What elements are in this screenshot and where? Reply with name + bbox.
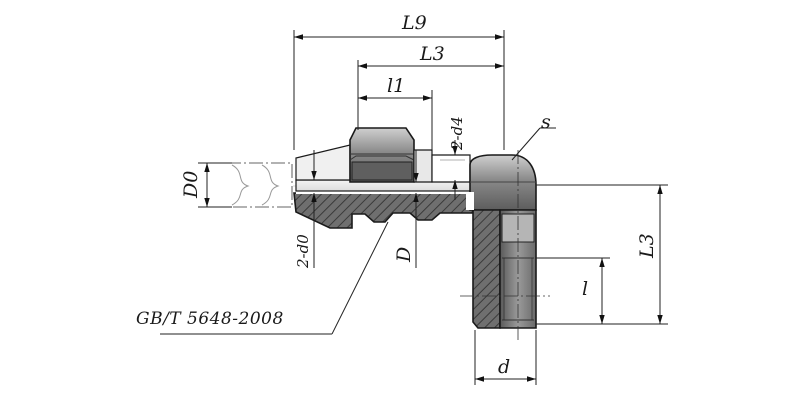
label-D: D (393, 247, 415, 263)
elbow-body (466, 154, 537, 329)
label-D0: D0 (180, 171, 202, 199)
label-l1: l1 (387, 75, 405, 97)
label-2-d4: 2-d4 (448, 116, 466, 151)
dimension-labels: L9 L3 l1 2-d4 s D0 2-d0 D L3 l d GB/T 56… (136, 12, 658, 378)
label-s: s (541, 111, 551, 133)
hex-nut (349, 127, 415, 183)
standard-note: GB/T 5648-2008 (136, 309, 284, 329)
label-L3-top: L3 (419, 43, 445, 65)
fitting-body-section (293, 144, 479, 229)
dimension-lines (160, 30, 668, 385)
label-2-d0: 2-d0 (294, 234, 312, 269)
body-neck (413, 149, 471, 183)
center-lines (460, 150, 550, 340)
label-L9: L9 (401, 12, 427, 34)
label-L3-side: L3 (636, 233, 658, 259)
label-l: l (582, 278, 588, 300)
label-d: d (498, 356, 510, 378)
